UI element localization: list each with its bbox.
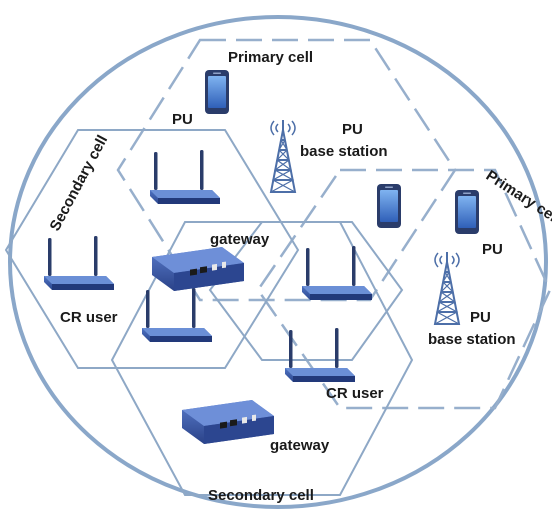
pu-base-station-tower-right: [434, 251, 460, 325]
gateway-bottom-device: [182, 400, 274, 444]
secondary-cell-left-hexagon: [4, 129, 300, 369]
router-right: [302, 246, 372, 300]
primary-cell-right-hexagon: [256, 168, 552, 410]
cr-user-left-label: CR user: [60, 309, 118, 326]
pu-top-label: PU: [172, 111, 193, 128]
pu-phone-middle: [377, 184, 401, 228]
secondary-cell-left-label: Secondary cell: [47, 132, 112, 233]
pu-phone-top: [205, 70, 229, 114]
secondary-cell-bottom-label: Secondary cell: [208, 487, 314, 504]
coverage-circle: [8, 15, 548, 509]
router-top-left: [150, 150, 220, 204]
router-cr-user-left: [44, 236, 114, 290]
pu-phone-right: [455, 190, 479, 234]
gateway-center-device: [152, 247, 244, 291]
router-cr-user-right: [285, 328, 355, 382]
primary-cell-top-hexagon: [116, 38, 457, 302]
pu-base-station-tower-top: [270, 119, 296, 193]
pu-base-station-top-label-line1: PU: [342, 121, 363, 138]
primary-cell-top-label: Primary cell: [228, 49, 313, 66]
pu-base-station-right-label-line1: PU: [470, 309, 491, 326]
primary-cell-right-label: Primary cell: [483, 167, 552, 228]
pu-right-label: PU: [482, 241, 503, 258]
cr-user-right-label: CR user: [326, 385, 384, 402]
gateway-center-label: gateway: [210, 231, 270, 248]
gateway-bottom-label: gateway: [270, 437, 330, 454]
pu-base-station-top-label-line2: base station: [300, 143, 388, 160]
secondary-cell-right-hexagon: [208, 221, 404, 361]
secondary-cell-bottom-hexagon: [110, 221, 414, 496]
pu-base-station-right-label-line2: base station: [428, 331, 516, 348]
router-center-bottom: [142, 288, 212, 342]
